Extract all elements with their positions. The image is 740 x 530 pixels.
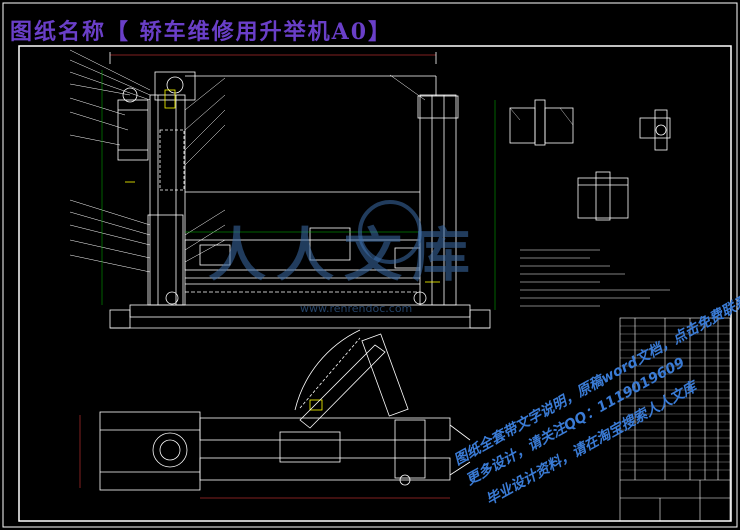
top-view: [79, 329, 471, 499]
dimension-lines: [101, 70, 496, 310]
front-view: [109, 52, 491, 329]
title-block: [619, 317, 731, 522]
detail-views: [509, 99, 671, 221]
drawing-title: 图纸名称【 轿车维修用升举机A0】: [10, 19, 393, 45]
bom-rows: [620, 325, 730, 471]
part-leaders: [69, 49, 426, 273]
inner-frame: [18, 45, 732, 522]
accent-marks: [125, 89, 440, 411]
technical-notes: [520, 249, 670, 307]
watermark-logo-ring: [358, 200, 422, 264]
watermark-logo-text: 人人文库: [208, 221, 481, 289]
watermark-logo-url: www.renrendoc.com: [300, 302, 413, 315]
